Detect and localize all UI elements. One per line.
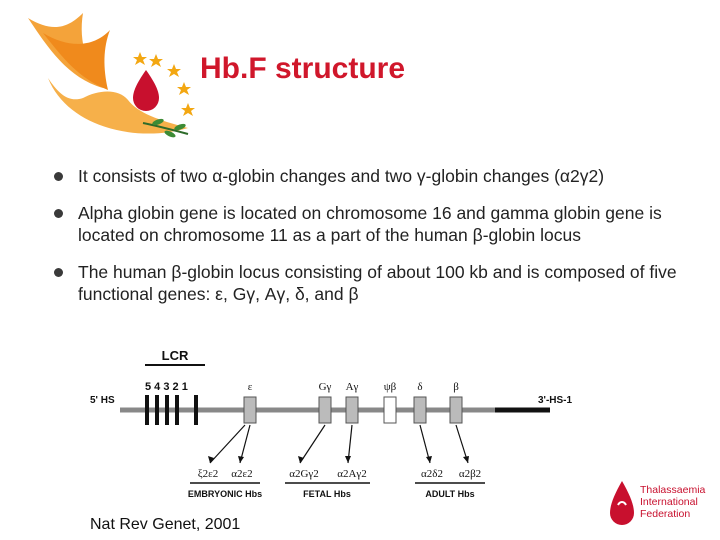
dove-logo	[28, 13, 195, 138]
lcr-label: LCR	[162, 348, 189, 363]
gene-label-psi-beta: ψβ	[384, 381, 397, 393]
group-label-fetal: FETAL Hbs	[303, 489, 351, 499]
bullet-item: It consists of two α-globin changes and …	[50, 165, 700, 187]
slide-title: Hb.F structure	[200, 52, 406, 85]
hb-label-alpha-epsilon: α2ε2	[231, 468, 252, 480]
left-hs-label: 5' HS	[90, 395, 115, 406]
bullet-text: Alpha globin gene is located on chromoso…	[78, 203, 662, 245]
gene-label-epsilon: ε	[248, 381, 253, 393]
hb-label-alpha-g-gamma: α2Gγ2	[289, 468, 319, 480]
bullet-icon	[54, 172, 63, 181]
citation: Nat Rev Genet, 2001	[90, 516, 241, 533]
hb-label-alpha-beta: α2β2	[459, 468, 481, 480]
gene-label-g-gamma: Gγ	[319, 381, 332, 393]
gene-label-a-gamma: Aγ	[346, 381, 359, 393]
gene-label-beta: β	[453, 381, 459, 393]
hs-numbers: 5 4 3 2 1	[145, 381, 188, 393]
gene-label-delta: δ	[417, 381, 422, 393]
group-label-embryonic: EMBRYONIC Hbs	[188, 489, 262, 499]
right-hs-label: 3'-HS-1	[538, 395, 572, 406]
tif-text: Thalassaemia International Federation	[640, 484, 705, 520]
group-label-adult: ADULT Hbs	[425, 489, 474, 499]
bullet-icon	[54, 209, 63, 218]
bullet-text: It consists of two α-globin changes and …	[78, 166, 605, 186]
tif-line: Thalassaemia	[640, 484, 706, 496]
bullet-icon	[54, 268, 63, 277]
bullet-list: It consists of two α-globin changes and …	[50, 165, 700, 320]
beta-globin-locus-diagram: LCR 5 4 3 2 1 5' HS 3'-HS-1 ε Gγ Aγ ψβ δ…	[90, 348, 572, 499]
hb-label-alpha-a-gamma: α2Aγ2	[337, 468, 367, 480]
tif-line: International	[640, 496, 698, 508]
tif-logo	[610, 481, 634, 525]
bullet-text: The human β-globin locus consisting of a…	[78, 262, 677, 304]
bullet-item: Alpha globin gene is located on chromoso…	[50, 202, 700, 246]
hb-label-zeta-epsilon: ξ2ε2	[198, 468, 219, 480]
hb-label-alpha-delta: α2δ2	[421, 468, 443, 480]
bullet-item: The human β-globin locus consisting of a…	[50, 261, 700, 305]
tif-line: Federation	[640, 508, 691, 520]
